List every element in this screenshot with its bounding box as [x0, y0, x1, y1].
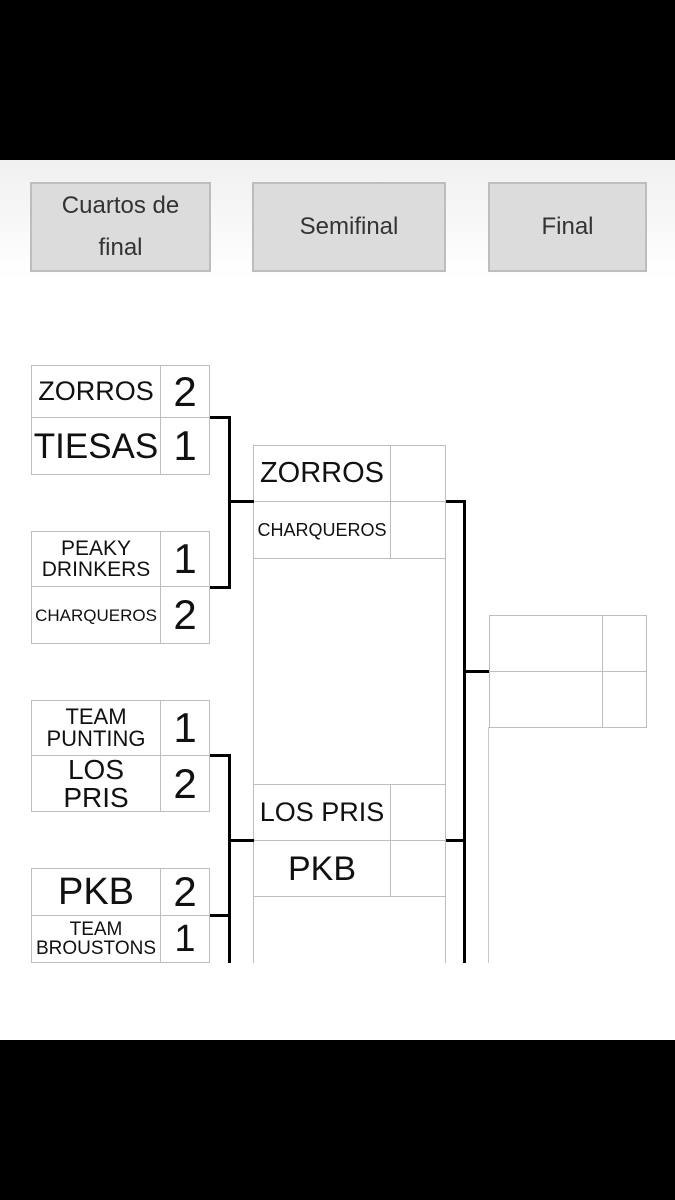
sf2-score2: [390, 840, 446, 897]
connector-sf1-entry: [228, 500, 254, 503]
final-team1: [489, 615, 603, 672]
connector-qf4: [210, 914, 230, 917]
final-column-edge: [488, 727, 489, 963]
connector-qf2: [210, 586, 230, 589]
tab-quarterfinals[interactable]: Cuartos de final: [30, 182, 211, 272]
tab-final[interactable]: Final: [488, 182, 647, 272]
connector-sf2-vertical: [228, 754, 231, 963]
qf4-score1: 2: [160, 868, 210, 916]
sf2-score1: [390, 784, 446, 841]
connector-qf1: [210, 416, 230, 419]
qf3-team2: LOS PRIS: [31, 755, 161, 812]
qf2-score2: 2: [160, 586, 210, 644]
qf4-team1: PKB: [31, 868, 161, 916]
final-team2: [489, 671, 603, 728]
connector-sf1: [446, 500, 466, 503]
sf2-team1: LOS PRIS: [253, 784, 391, 841]
tab-semifinal[interactable]: Semifinal: [252, 182, 446, 272]
sf1-team2: CHARQUEROS: [253, 501, 391, 559]
sf2-team2: PKB: [253, 840, 391, 897]
qf4-team2: TEAM BROUSTONS: [31, 915, 161, 963]
qf2-team1: PEAKY DRINKERS: [31, 531, 161, 587]
connector-final-entry: [463, 670, 489, 673]
sf1-score2: [390, 501, 446, 559]
qf4-score2: 1: [160, 915, 210, 963]
connector-final-vertical: [463, 500, 466, 963]
qf3-team1: TEAM PUNTING: [31, 700, 161, 756]
qf3-score2: 2: [160, 755, 210, 812]
qf1-team1: ZORROS: [31, 365, 161, 418]
qf1-team2: TIESAS: [31, 417, 161, 475]
connector-sf2: [446, 839, 466, 842]
qf3-score1: 1: [160, 700, 210, 756]
qf1-score1: 2: [160, 365, 210, 418]
qf2-score1: 1: [160, 531, 210, 587]
sf1-team1: ZORROS: [253, 445, 391, 502]
qf1-score2: 1: [160, 417, 210, 475]
connector-qf3: [210, 754, 230, 757]
connector-sf2-entry: [228, 839, 254, 842]
final-score2: [602, 671, 647, 728]
bracket-screen: Cuartos de final Semifinal Final ZORROS …: [0, 160, 675, 1040]
sf1-score1: [390, 445, 446, 502]
final-score1: [602, 615, 647, 672]
qf2-team2: CHARQUEROS: [31, 586, 161, 644]
